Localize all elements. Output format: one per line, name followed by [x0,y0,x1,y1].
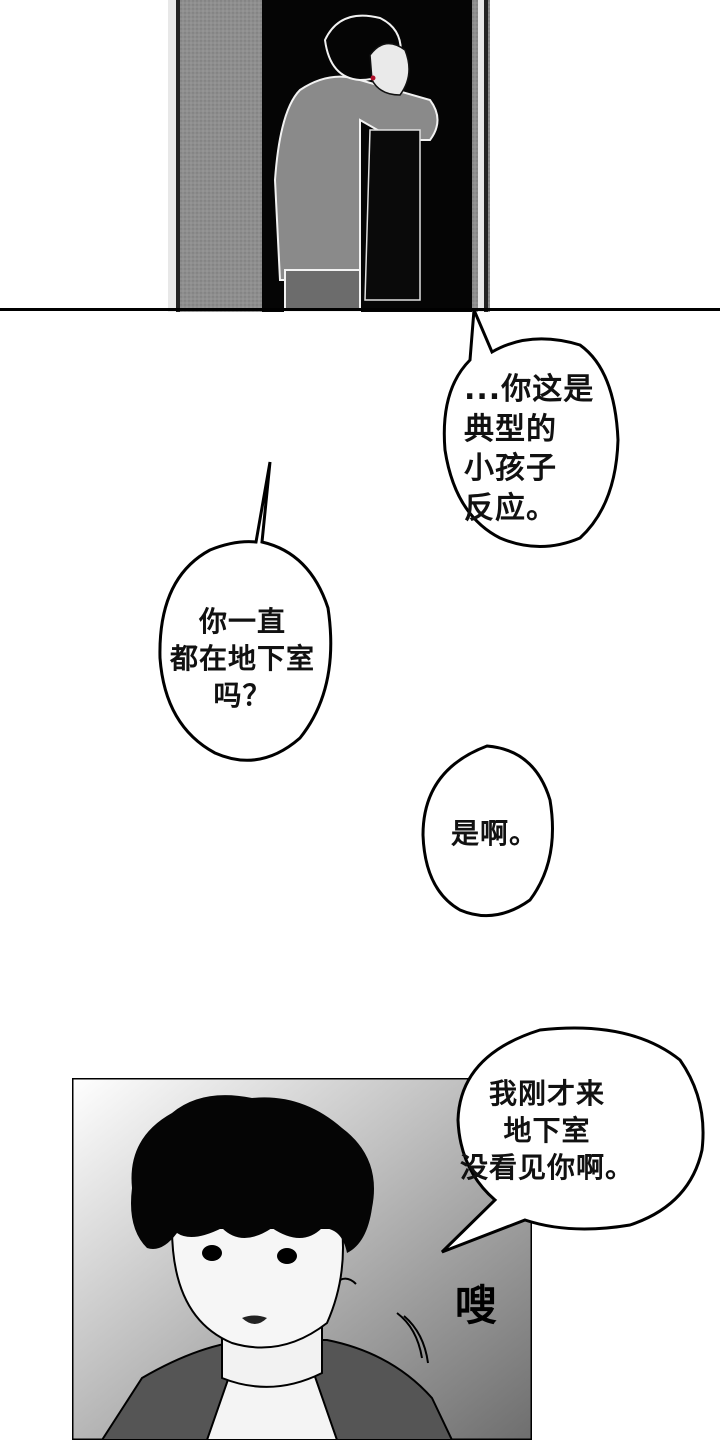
speech-bubble-2: 你一直 都在地下室 吗？ [150,458,340,778]
sound-effect-text: 嗖 [455,1281,498,1330]
bubble-outline [440,1026,705,1254]
embrace-illustration [0,0,720,313]
bubble-2-text: 你一直 都在地下室 吗？ [170,605,316,712]
bubble-outline [421,744,554,918]
bubble-outline [442,309,620,548]
speech-bubble-4: 我刚才来 地下室 没看见你啊。 [440,1020,710,1260]
panel-top-embrace [0,0,720,313]
character-illustration [70,1076,534,1442]
bubble-outline [158,461,333,762]
bubble-3-text: 是啊。 [451,817,539,850]
panel-bottom-character [70,1076,534,1442]
bubble-1-text: ...你这是 典型的 小孩子 反应。 [464,372,595,526]
speech-bubble-1: ...你这是 典型的 小孩子 反应。 [430,300,630,560]
speech-bubble-3: 是啊。 [415,740,560,925]
bubble-4-text: 我刚才来 地下室 没看见你啊。 [460,1077,635,1184]
